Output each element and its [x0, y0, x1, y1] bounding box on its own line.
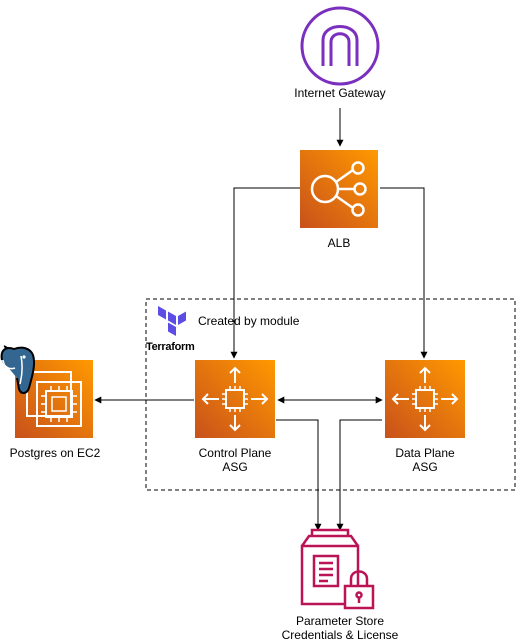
parameter-store-label-line2: Credentials & License [281, 628, 399, 642]
internet-gateway-label: Internet Gateway [294, 86, 386, 100]
parameter-store-label: Parameter Store Credentials & License [270, 614, 410, 642]
control-plane-label-line2: ASG [222, 460, 248, 474]
terraform-logo-icon [158, 306, 186, 336]
connectors [94, 108, 428, 531]
module-group-label: Created by module [198, 314, 300, 328]
data-plane-asg-icon[interactable] [385, 360, 465, 438]
postgresql-elephant-icon [0, 345, 36, 394]
ec2-instance-icon[interactable] [15, 360, 93, 438]
control-plane-asg-icon[interactable] [195, 360, 275, 438]
load-balancer-icon[interactable] [300, 150, 378, 228]
postgres-label: Postgres on EC2 [9, 446, 101, 460]
alb-label: ALB [327, 236, 351, 250]
data-plane-label-line1: Data Plane [395, 446, 455, 460]
control-plane-label: Control Plane ASG [185, 446, 285, 474]
data-plane-label-line2: ASG [412, 460, 438, 474]
parameter-store-label-line1: Parameter Store [295, 614, 385, 628]
parameter-store-icon[interactable] [300, 528, 375, 610]
edge-alb-to-data-plane [380, 187, 428, 359]
edge-data-to-parameter-store [336, 419, 382, 531]
terraform-logo-text: Terraform [146, 341, 195, 353]
data-plane-label: Data Plane ASG [375, 446, 475, 474]
edge-control-to-parameter-store [276, 419, 322, 531]
edge-alb-to-control-plane [230, 187, 300, 359]
internet-gateway-icon[interactable] [300, 6, 380, 86]
module-group-boundary [145, 298, 516, 491]
control-plane-label-line1: Control Plane [198, 446, 272, 460]
